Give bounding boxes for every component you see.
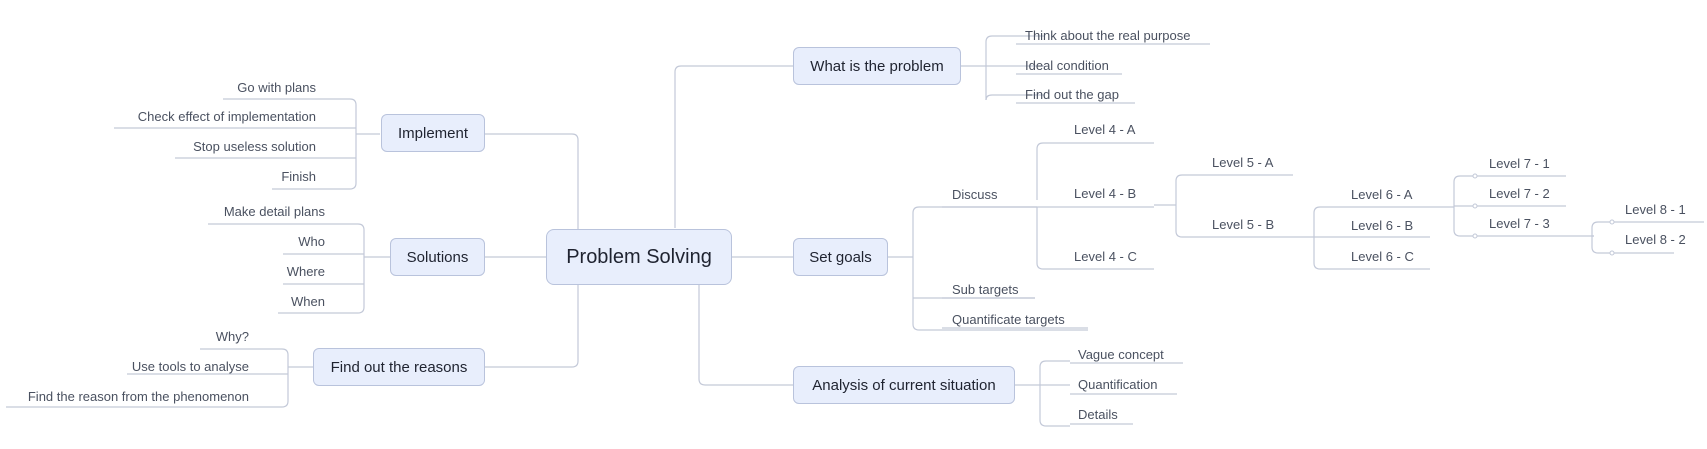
- leaf-quantification[interactable]: Quantification: [1078, 376, 1158, 392]
- leaf-go-with-plans[interactable]: Go with plans: [237, 79, 316, 95]
- leaf-use-tools-to-analyse[interactable]: Use tools to analyse: [131, 358, 249, 374]
- leaf-where[interactable]: Where: [286, 263, 325, 279]
- leaf-level-4-c[interactable]: Level 4 - C: [1074, 248, 1137, 264]
- leaf-finish[interactable]: Finish: [281, 168, 316, 184]
- leaf-level-8-1[interactable]: Level 8 - 1: [1625, 201, 1686, 217]
- node-what-is-the-problem[interactable]: What is the problem: [793, 47, 961, 85]
- leaf-make-detail-plans[interactable]: Make detail plans: [223, 203, 325, 219]
- leaf-when[interactable]: When: [291, 293, 325, 309]
- leaf-level-4-b[interactable]: Level 4 - B: [1074, 185, 1137, 201]
- leaf-level-6-c[interactable]: Level 6 - C: [1351, 248, 1414, 264]
- leaf-why[interactable]: Why?: [215, 328, 249, 344]
- leaf-discuss[interactable]: Discuss: [952, 186, 998, 202]
- node-analysis-of-current-situation[interactable]: Analysis of current situation: [793, 366, 1015, 404]
- leaf-vague-concept[interactable]: Vague concept: [1078, 346, 1164, 362]
- leaf-level-6-b[interactable]: Level 6 - B: [1351, 217, 1414, 233]
- leaf-level-7-2[interactable]: Level 7 - 2: [1489, 185, 1550, 201]
- leaf-ideal-condition[interactable]: Ideal condition: [1025, 57, 1109, 73]
- leaf-find-out-the-gap[interactable]: Find out the gap: [1025, 86, 1119, 102]
- root-node[interactable]: Problem Solving: [546, 229, 732, 285]
- leaf-level-4-a[interactable]: Level 4 - A: [1074, 121, 1136, 137]
- leaf-sub-targets[interactable]: Sub targets: [952, 281, 1019, 297]
- leaf-details[interactable]: Details: [1078, 406, 1118, 422]
- leaf-level-7-3[interactable]: Level 7 - 3: [1489, 215, 1550, 231]
- leaf-find-the-reason-from-the-phenomenon[interactable]: Find the reason from the phenomenon: [27, 388, 249, 404]
- leaf-level-5-a[interactable]: Level 5 - A: [1212, 154, 1274, 170]
- node-set-goals[interactable]: Set goals: [793, 238, 888, 276]
- leaf-level-6-a[interactable]: Level 6 - A: [1351, 186, 1413, 202]
- leaf-who[interactable]: Who: [298, 233, 325, 249]
- leaf-level-8-2[interactable]: Level 8 - 2: [1625, 231, 1686, 247]
- leaf-think-about-the-real-purpose[interactable]: Think about the real purpose: [1025, 27, 1191, 43]
- leaf-quantificate-targets[interactable]: Quantificate targets: [952, 311, 1065, 327]
- node-solutions[interactable]: Solutions: [390, 238, 485, 276]
- leaf-stop-useless-solution[interactable]: Stop useless solution: [193, 138, 316, 154]
- leaf-level-7-1[interactable]: Level 7 - 1: [1489, 155, 1550, 171]
- leaf-check-effect-of-implementation[interactable]: Check effect of implementation: [137, 108, 316, 124]
- leaf-level-5-b[interactable]: Level 5 - B: [1212, 216, 1275, 232]
- node-implement[interactable]: Implement: [381, 114, 485, 152]
- node-find-out-the-reasons[interactable]: Find out the reasons: [313, 348, 485, 386]
